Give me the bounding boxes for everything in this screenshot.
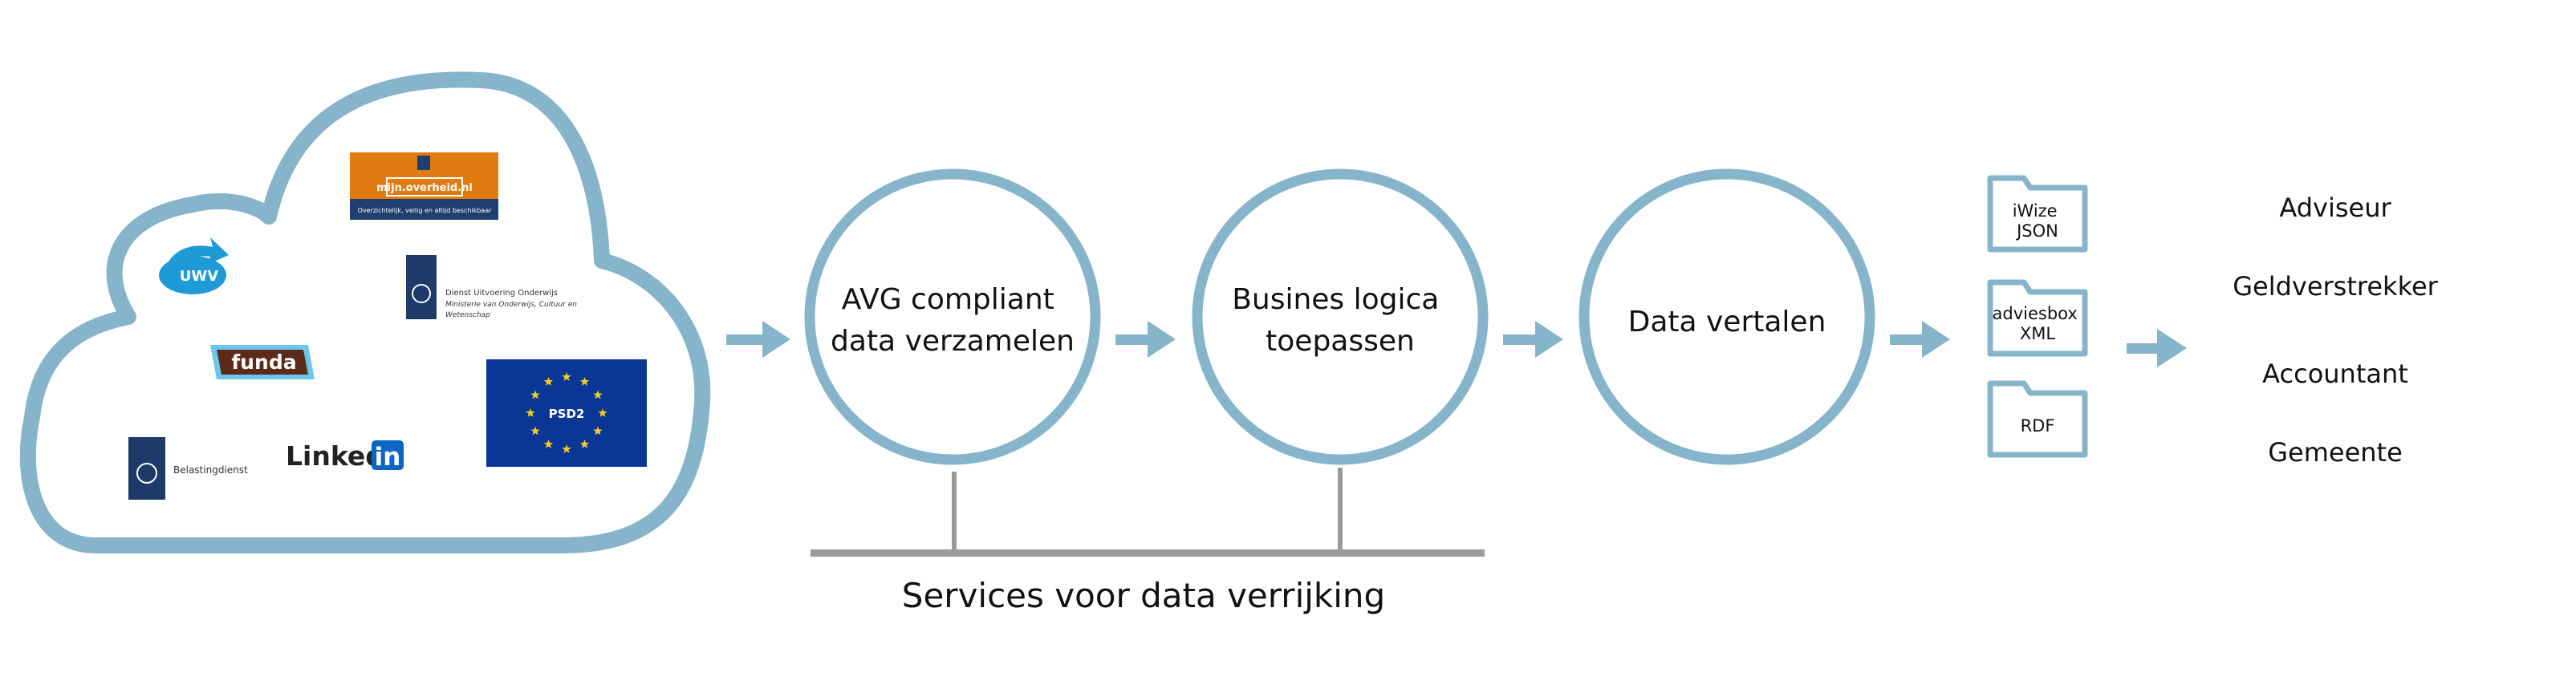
recipient-adviseur: Adviseur	[2279, 192, 2391, 223]
duo-logo: Dienst Uitvoering Onderwijs Ministerie v…	[406, 255, 577, 319]
eu-star-icon	[593, 426, 603, 436]
arrow-step-3-to-formats	[1890, 321, 1950, 358]
eu-star-icon	[562, 444, 571, 453]
flow-arrows	[726, 321, 2187, 367]
services-stem-1	[952, 472, 957, 552]
recipient-accountant: Accountant	[2262, 359, 2408, 389]
document-icon	[1987, 380, 2088, 458]
mijn-overheid-tagline: Overzichtelijk, veilig en altijd beschik…	[357, 207, 492, 214]
recipient-geldverstrekker: Geldverstrekker	[2233, 271, 2438, 302]
step-circle-1	[804, 168, 1101, 465]
psd2-label: PSD2	[549, 407, 585, 421]
services-bracket	[811, 468, 1485, 557]
cloud-outline	[19, 71, 711, 553]
recipients: Adviseur Geldverstrekker Accountant Geme…	[2233, 192, 2438, 468]
arrow-step-1-to-step-2	[1115, 321, 1176, 358]
format-doc-rdf: RDF	[1987, 380, 2088, 458]
services-stem-2	[1338, 468, 1343, 552]
psd2-eu-flag: PSD2	[486, 359, 647, 467]
duo-line-2: Ministerie van Onderwijs, Cultuur en	[445, 301, 577, 309]
step-3-label: Data vertalen	[1628, 306, 1826, 338]
arrow-step-2-to-step-3	[1503, 321, 1563, 358]
format-label-adviesbox: adviesbox XML	[1993, 304, 2083, 343]
eu-star-icon	[598, 408, 607, 417]
mijn-overheid-title: mijn.overheid.nl	[376, 182, 473, 194]
eu-star-icon	[543, 439, 554, 448]
step-circle-2	[1192, 168, 1489, 465]
linkedin-logo: Linked in	[286, 440, 404, 472]
eu-star-icon	[543, 377, 554, 386]
format-label-rdf: RDF	[2021, 416, 2055, 436]
linkedin-in-badge: in	[375, 443, 401, 472]
step-2-label: Busines logica toepassen	[1232, 283, 1448, 358]
eu-star-icon	[579, 439, 590, 448]
step-1-label: AVG compliant data verzamelen	[831, 283, 1075, 358]
eu-star-icon	[579, 377, 590, 386]
uwv-label: UWV	[180, 268, 218, 285]
mijn-overheid-logo: mijn.overheid.nl Overzichtelijk, veilig …	[350, 152, 498, 220]
belastingdienst-logo: Belastingdienst	[128, 437, 248, 500]
output-formats: iWize JSON adviesbox XML RDF	[1987, 175, 2088, 458]
belastingdienst-label: Belastingdienst	[173, 464, 248, 476]
document-icon	[1987, 279, 2088, 357]
arrow-cloud-to-step-1	[726, 321, 790, 358]
process-steps: AVG compliant data verzamelen Busines lo…	[804, 168, 1875, 465]
format-doc-adviesbox-xml: adviesbox XML	[1987, 279, 2088, 357]
eu-star-icon	[530, 426, 540, 436]
belastingdienst-crest-icon	[136, 463, 157, 484]
format-label-iwize: iWize JSON	[2013, 201, 2063, 241]
linkedin-word: Linked	[286, 440, 384, 472]
document-icon	[1987, 175, 2088, 253]
arrow-formats-to-recipients	[2127, 329, 2187, 367]
uwv-swoosh-icon	[164, 237, 229, 285]
duo-crest-icon	[412, 284, 431, 303]
funda-logo: funda	[210, 345, 315, 379]
eu-star-icon	[530, 390, 540, 399]
services-bar	[811, 549, 1485, 557]
eu-star-icon	[593, 390, 603, 399]
duo-line-3: Wetenschap	[445, 311, 490, 319]
duo-line-1: Dienst Uitvoering Onderwijs	[445, 289, 558, 298]
step-circle-3	[1579, 168, 1875, 465]
recipient-gemeente: Gemeente	[2268, 437, 2403, 468]
eu-star-icon	[562, 372, 571, 381]
eu-star-icon	[526, 408, 535, 417]
uwv-logo: UWV	[159, 237, 229, 294]
funda-label: funda	[231, 351, 296, 374]
format-doc-iwize-json: iWize JSON	[1987, 175, 2088, 253]
services-label: Services voor data verrijking	[902, 576, 1385, 615]
data-sources-cloud: mijn.overheid.nl Overzichtelijk, veilig …	[19, 71, 711, 553]
eu-stars-icon	[526, 372, 607, 453]
